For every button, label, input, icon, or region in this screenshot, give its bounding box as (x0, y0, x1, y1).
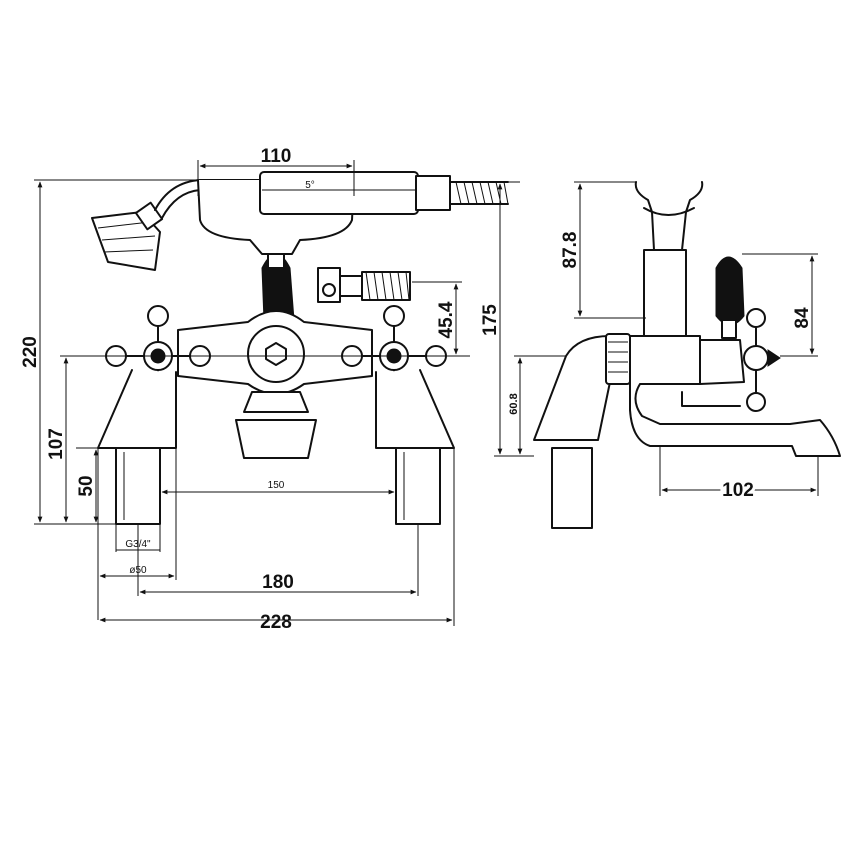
dim-overall-height: 220 (20, 336, 41, 368)
dim-inlet-span: 150 (268, 480, 285, 491)
side-dimensions: 87.8 84 60.8 102 (508, 181, 819, 504)
dim-leg-length: 50 (76, 475, 97, 496)
dim-handle-rise: 45.4 (436, 301, 457, 338)
valve-body (177, 310, 373, 459)
side-lever (715, 256, 781, 412)
dim-spout-height: 60.8 (508, 393, 520, 414)
side-cradle (634, 181, 704, 337)
dim-centres: 180 (262, 572, 294, 593)
dim-overall-width: 228 (260, 612, 292, 633)
side-leg (551, 447, 593, 529)
hose-outlet (317, 267, 411, 303)
dim-lever-height: 84 (792, 307, 813, 329)
dim-body-height: 175 (480, 304, 501, 336)
front-view: 110 5° 220 107 50 G3/4" ø50 (20, 146, 534, 633)
handset-cradle (197, 171, 509, 255)
dim-inlet-height: 107 (46, 428, 67, 460)
side-view: 87.8 84 60.8 102 (508, 181, 841, 529)
side-body (533, 333, 841, 457)
front-dimensions: 110 5° 220 107 50 G3/4" ø50 (20, 146, 534, 633)
dim-cradle-height: 87.8 (560, 232, 581, 269)
dim-handset-length: 110 (261, 146, 292, 167)
dim-spout-projection: 102 (722, 480, 754, 501)
dim-handset-angle: 5° (305, 180, 315, 191)
pillars (97, 369, 455, 525)
